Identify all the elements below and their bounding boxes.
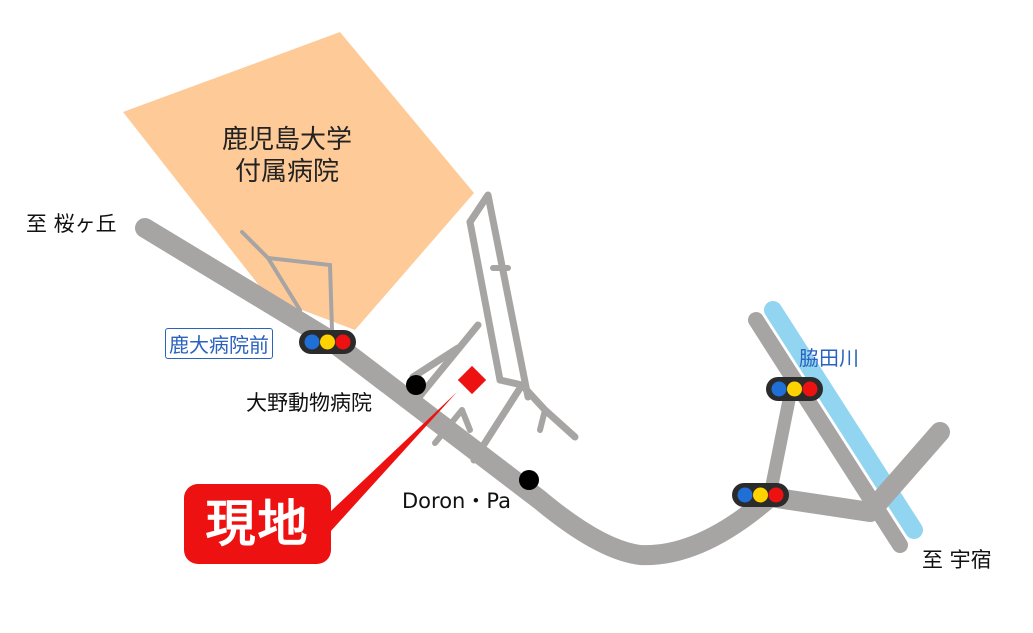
site-label: 現地	[184, 484, 331, 564]
intersection-label: 鹿大病院前	[165, 328, 273, 359]
animal-hospital-label: 大野動物病院	[246, 391, 372, 415]
traffic-signal-icon	[299, 330, 356, 354]
east-connector-road	[763, 378, 799, 502]
campus-paths	[240, 230, 334, 332]
traffic-signal-icon	[732, 483, 789, 507]
animal-hospital-dot-icon	[406, 375, 426, 395]
site-marker-icon	[457, 365, 487, 395]
hospital-name: 鹿児島大学 付属病院	[222, 124, 352, 188]
doron-label: Doron・Pa	[402, 489, 511, 513]
main-road	[135, 218, 950, 566]
hospital-campus-area	[123, 32, 474, 330]
east-diagonal-road	[748, 312, 908, 553]
traffic-signal-icon	[766, 377, 823, 401]
hospital-name-line2: 付属病院	[235, 157, 340, 187]
river-label: 脇田川	[799, 346, 859, 370]
to-usuki-label: 至 宇宿	[922, 548, 992, 572]
doron-dot-icon	[519, 470, 539, 490]
hospital-name-line1: 鹿児島大学	[222, 125, 353, 155]
roads	[135, 191, 950, 566]
site-pointer	[330, 392, 457, 532]
to-sakuragaoka-label: 至 桜ヶ丘	[26, 212, 117, 236]
